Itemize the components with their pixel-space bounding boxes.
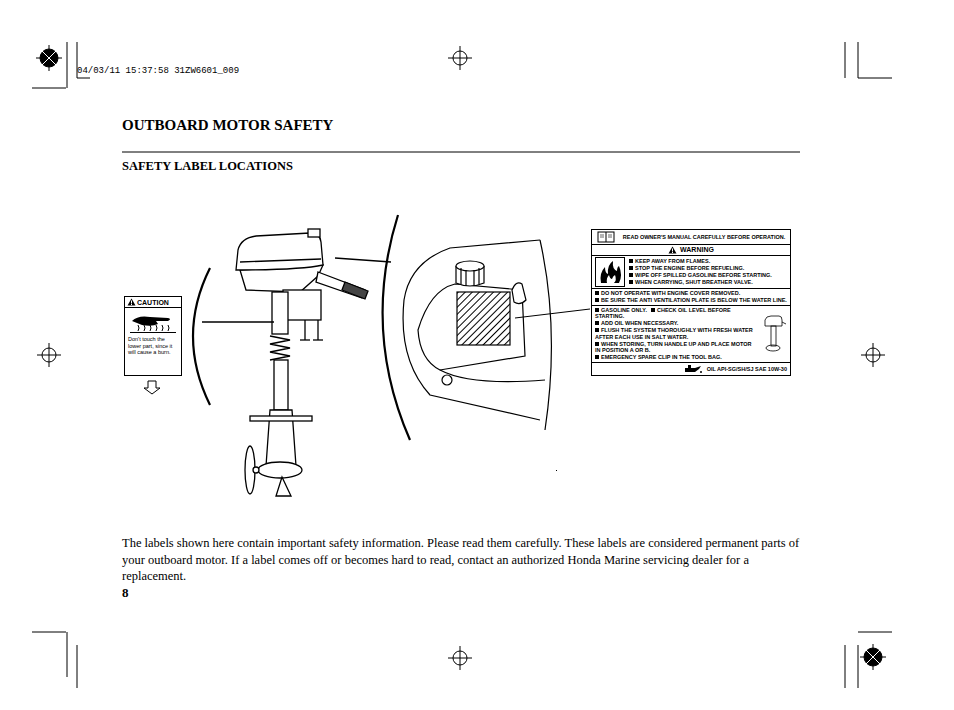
warning-triangle (668, 246, 677, 254)
label-line: GASOLINE ONLY.CHECK OIL LEVEL BEFORE STA… (595, 307, 758, 321)
section-heading: SAFETY LABEL LOCATIONS (122, 159, 293, 174)
label-line: FLUSH THE SYSTEM THOROUGHLY WITH FRESH W… (595, 327, 758, 341)
motor-sketch (761, 314, 787, 354)
label-text: WHEN STORING, TURN HANDLE UP AND PLACE M… (595, 341, 751, 354)
warning-triangle (127, 298, 136, 306)
label-text: KEEP AWAY FROM FLAMES. (629, 258, 710, 264)
oil-can-icon (683, 364, 703, 374)
callout-lines (193, 215, 590, 440)
label-heading: CAUTION (137, 299, 169, 306)
body-text: The labels shown here contain important … (122, 535, 812, 585)
caution-label: CAUTION Don't touch the lower part, since… (124, 296, 182, 376)
label-row: WARNING (592, 244, 790, 255)
label-line: WHEN STORING, TURN HANDLE UP AND PLACE M… (595, 341, 758, 355)
label-line: ADD OIL WHEN NECESSARY. (595, 320, 758, 327)
label-column: KEEP AWAY FROM FLAMES.STOP THE ENGINE BE… (629, 258, 787, 285)
label-text: WIPE OFF SPILLED GASOLINE BEFORE STARTIN… (629, 272, 772, 278)
fire-icon (595, 257, 625, 287)
label-text: DO NOT OPERATE WITH ENGINE COVER REMOVED… (595, 290, 740, 296)
label-text: EMERGENCY SPARE CLIP IN THE TOOL BAG. (595, 354, 722, 360)
label-line: WIPE OFF SPILLED GASOLINE BEFORE STARTIN… (629, 272, 787, 279)
label-line: WHEN CARRYING, SHUT BREATHER VALVE. (629, 279, 787, 286)
label-text: WHEN CARRYING, SHUT BREATHER VALVE. (629, 279, 753, 285)
warning-label: READ OWNER'S MANUAL CAREFULLY BEFORE OPE… (591, 229, 791, 376)
down-arrow-symbol (144, 381, 160, 394)
hot-surface-icon (128, 311, 178, 333)
label-text: Don't touch the lower part, since it wil… (125, 335, 181, 359)
label-text: STOP THE ENGINE BEFORE REFUELING. (629, 265, 744, 271)
label-text: OIL API-SG/SH/SJ SAE 10W-30 (707, 366, 787, 373)
label-text: READ OWNER'S MANUAL CAREFULLY BEFORE OPE… (623, 234, 785, 241)
label-header: CAUTION (125, 297, 181, 308)
crop-marks (32, 42, 892, 688)
outboard-motor (236, 229, 368, 496)
label-row: READ OWNER'S MANUAL CAREFULLY BEFORE OPE… (592, 230, 790, 244)
label-row: OIL API-SG/SH/SJ SAE 10W-30 (592, 362, 790, 375)
page-number: 8 (122, 585, 129, 601)
label-line: DO NOT OPERATE WITH ENGINE COVER REMOVED… (595, 290, 787, 297)
label-text: GASOLINE ONLY. (595, 307, 647, 313)
label-text: ADD OIL WHEN NECESSARY. (595, 320, 678, 326)
label-line: EMERGENCY SPARE CLIP IN THE TOOL BAG. (595, 354, 758, 361)
label-row: KEEP AWAY FROM FLAMES.STOP THE ENGINE BE… (592, 255, 790, 288)
label-row: GASOLINE ONLY.CHECK OIL LEVEL BEFORE STA… (592, 305, 790, 362)
page-title: OUTBOARD MOTOR SAFETY (122, 117, 333, 134)
label-text: BE SURE THE ANTI VENTILATION PLATE IS BE… (595, 297, 787, 303)
heading-rule (122, 152, 800, 153)
label-column: GASOLINE ONLY.CHECK OIL LEVEL BEFORE STA… (595, 307, 758, 361)
label-text: WARNING (680, 247, 714, 254)
print-stamp: 04/03/11 15:37:58 31ZW6601_009 (77, 66, 239, 76)
label-line: BE SURE THE ANTI VENTILATION PLATE IS BE… (595, 297, 787, 304)
manual-icon (597, 231, 615, 243)
label-row: DO NOT OPERATE WITH ENGINE COVER REMOVED… (592, 288, 790, 305)
label-column: DO NOT OPERATE WITH ENGINE COVER REMOVED… (595, 290, 787, 304)
cover-closeup (403, 240, 557, 471)
label-text: FLUSH THE SYSTEM THOROUGHLY WITH FRESH W… (595, 327, 753, 340)
label-line: STOP THE ENGINE BEFORE REFUELING. (629, 265, 787, 272)
